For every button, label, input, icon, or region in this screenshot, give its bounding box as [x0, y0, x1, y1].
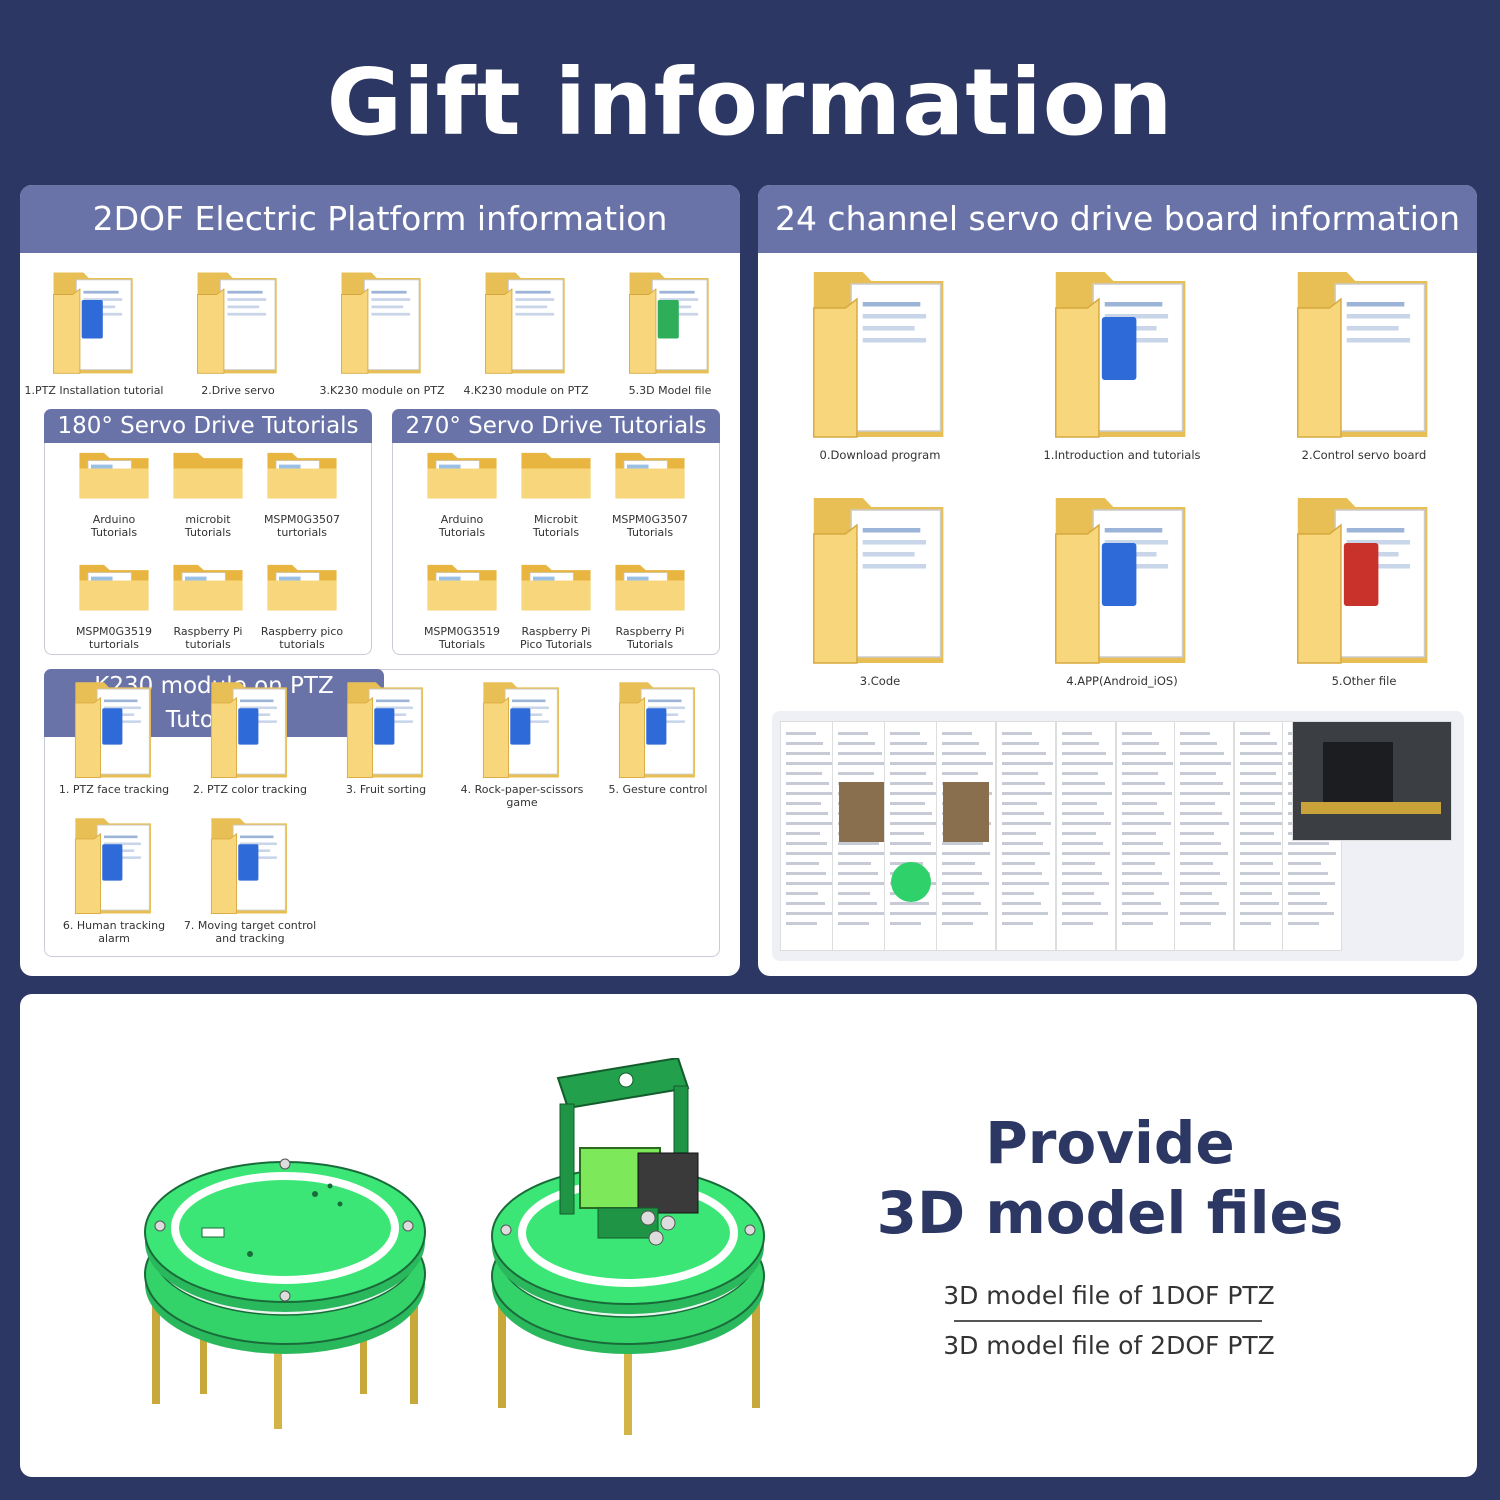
folder-label: 3.Code	[859, 674, 901, 688]
page-title: Gift information	[326, 49, 1174, 156]
folder-label: Raspberry Pi Tutorials	[615, 625, 685, 651]
folder-icon[interactable]	[480, 677, 564, 781]
folder-label: MSPM0G3507 turtorials	[263, 513, 341, 539]
servo-board-info-header: 24 channel servo drive board information	[758, 185, 1477, 253]
folder-label: 3. Fruit sorting	[345, 783, 427, 796]
folder-label: 4. Rock-paper-scissors game	[460, 783, 584, 809]
folder-label: MSPM0G3519 turtorials	[75, 625, 153, 651]
folder-label: 5.Other file	[1331, 674, 1397, 688]
folder-icon[interactable]	[78, 561, 150, 613]
folder-icon[interactable]	[1292, 263, 1436, 443]
folder-icon[interactable]	[208, 813, 292, 917]
folder-label: 2.Control servo board	[1301, 448, 1427, 462]
folder-label: Arduino Tutorials	[90, 513, 138, 539]
servo270-box	[392, 409, 720, 655]
servo-board-info-card: 24 channel servo drive board information…	[758, 185, 1477, 976]
folder-label: 6. Human tracking alarm	[62, 919, 166, 945]
folder-label: 4.K230 module on PTZ	[463, 384, 589, 397]
folder-label: 1. PTZ face tracking	[58, 783, 170, 796]
folder-icon[interactable]	[426, 449, 498, 501]
divider	[954, 1320, 1262, 1322]
folder-label: MSPM0G3507 Tutorials	[611, 513, 689, 539]
document-page-thumbnail	[1056, 721, 1116, 951]
document-page-thumbnail	[780, 721, 840, 951]
folder-icon[interactable]	[194, 267, 282, 377]
folder-icon[interactable]	[208, 677, 292, 781]
folder-label: Raspberry Pi tutorials	[173, 625, 243, 651]
folder-icon[interactable]	[426, 561, 498, 613]
folder-label: 1.PTZ Installation tutorial	[24, 384, 164, 397]
document-preview-strip	[772, 711, 1464, 961]
folder-label: Arduino Tutorials	[438, 513, 486, 539]
document-page-thumbnail	[884, 721, 944, 951]
platform-info-card: 2DOF Electric Platform information 1.PTZ…	[20, 185, 740, 976]
folder-label: 5.3D Model file	[628, 384, 712, 397]
folder-label: MSPM0G3519 Tutorials	[423, 625, 501, 651]
folder-icon[interactable]	[172, 561, 244, 613]
platform-info-header: 2DOF Electric Platform information	[20, 185, 740, 253]
provide-title-line2: 3D model files	[876, 1179, 1344, 1247]
folder-icon[interactable]	[50, 267, 138, 377]
folder-label: 0.Download program	[819, 448, 941, 462]
folder-icon[interactable]	[338, 267, 426, 377]
folder-label: 7. Moving target control and tracking	[183, 919, 317, 945]
folder-icon[interactable]	[520, 561, 592, 613]
ptz-1dof-model-image	[140, 1134, 430, 1434]
folder-icon[interactable]	[266, 449, 338, 501]
folder-icon[interactable]	[1050, 263, 1194, 443]
document-page-thumbnail	[832, 721, 892, 951]
folder-icon[interactable]	[266, 561, 338, 613]
model-files-card: Provide 3D model files 3D model file of …	[20, 994, 1477, 1477]
provide-title-line1: Provide	[985, 1109, 1235, 1177]
folder-label: 2.Drive servo	[201, 384, 275, 397]
folder-label: 4.APP(Android_iOS)	[1066, 674, 1178, 688]
folder-icon[interactable]	[616, 677, 700, 781]
model-file-1dof: 3D model file of 1DOF PTZ	[943, 1281, 1275, 1310]
servo180-header: 180° Servo Drive Tutorials	[44, 409, 372, 443]
folder-icon[interactable]	[72, 813, 156, 917]
ptz-2dof-model-image	[488, 1056, 778, 1438]
board-photo	[1292, 721, 1452, 841]
folder-label: Raspberry pico tutorials	[260, 625, 344, 651]
folder-icon[interactable]	[808, 263, 952, 443]
folder-label: 3.K230 module on PTZ	[319, 384, 445, 397]
folder-label: 1.Introduction and tutorials	[1043, 448, 1201, 462]
document-page-thumbnail	[1174, 721, 1234, 951]
folder-label: 5. Gesture control	[608, 783, 708, 796]
folder-label: Microbit Tutorials	[532, 513, 580, 539]
servo270-header: 270° Servo Drive Tutorials	[392, 409, 720, 443]
folder-icon[interactable]	[72, 677, 156, 781]
folder-icon[interactable]	[808, 489, 952, 669]
folder-icon[interactable]	[1050, 489, 1194, 669]
folder-icon[interactable]	[626, 267, 714, 377]
folder-label: Raspberry Pi Pico Tutorials	[520, 625, 592, 651]
model-file-2dof: 3D model file of 2DOF PTZ	[943, 1331, 1275, 1360]
folder-icon[interactable]	[614, 561, 686, 613]
folder-icon[interactable]	[614, 449, 686, 501]
folder-label: microbit Tutorials	[184, 513, 232, 539]
servo180-box	[44, 409, 372, 655]
folder-icon[interactable]	[172, 449, 244, 501]
document-page-thumbnail	[1116, 721, 1176, 951]
folder-icon[interactable]	[344, 677, 428, 781]
folder-icon[interactable]	[482, 267, 570, 377]
document-page-thumbnail	[936, 721, 996, 951]
document-page-thumbnail	[996, 721, 1056, 951]
folder-label: 2. PTZ color tracking	[193, 783, 307, 796]
folder-icon[interactable]	[520, 449, 592, 501]
folder-icon[interactable]	[78, 449, 150, 501]
folder-icon[interactable]	[1292, 489, 1436, 669]
